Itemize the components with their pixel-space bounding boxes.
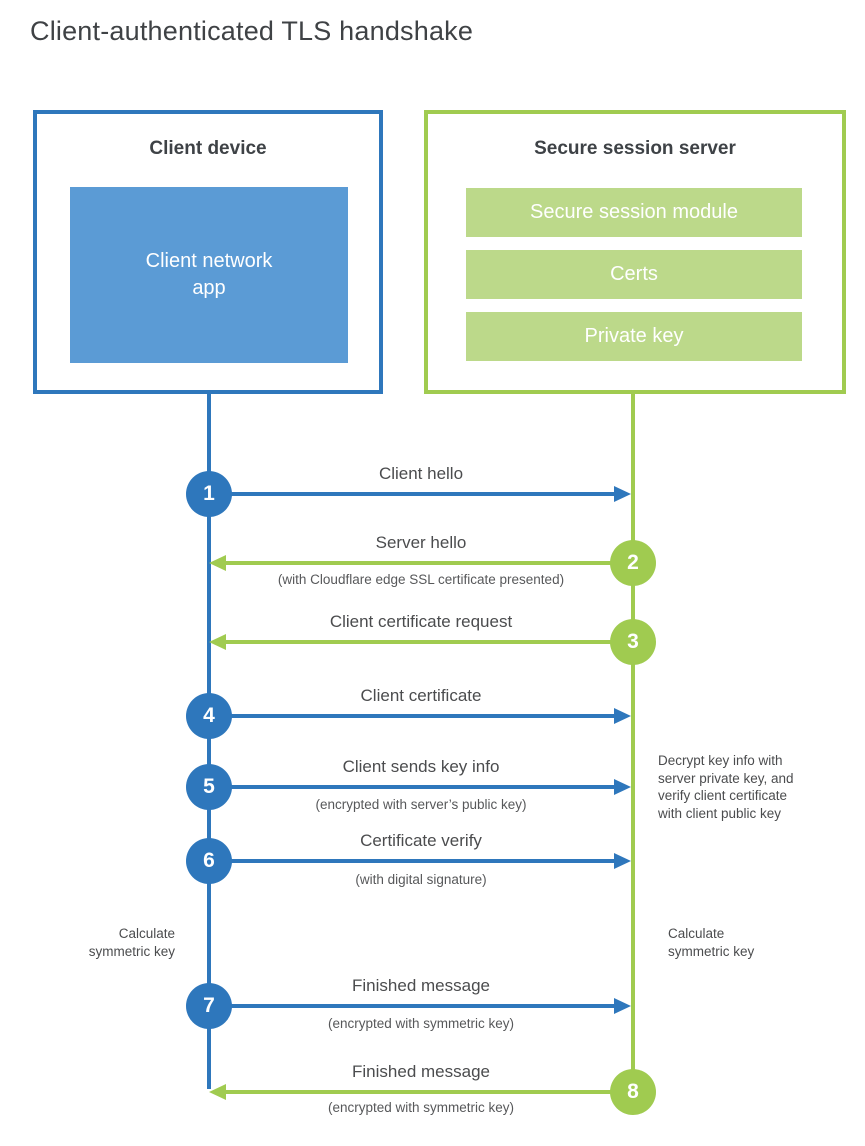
step-number: 7 [203,994,215,1017]
arrow-line-7 [209,1004,616,1008]
step-label-7: Finished message [352,976,490,995]
server-lifeline [631,393,635,1093]
secure-session-server-title: Secure session server [534,138,736,159]
step-number: 6 [203,849,215,872]
step-label-2: Server hello [375,533,467,552]
arrow-line-2 [226,561,631,565]
step-label-3: Client certificate request [329,612,513,631]
arrow-right-icon [614,998,631,1014]
step-number: 3 [627,630,639,653]
certs-bar: Certs [466,250,802,299]
step-label-1: Client hello [378,464,464,483]
step-badge-7: 7 [186,983,232,1029]
step-badge-8: 8 [610,1069,656,1115]
step-label-6: Certificate verify [360,831,482,850]
arrow-line-1 [209,492,616,496]
arrow-right-icon [614,779,631,795]
private-key-bar: Private key [466,312,802,361]
step-sublabel-5: (encrypted with server’s public key) [315,797,527,812]
page-title: Client-authenticated TLS handshake [30,16,474,46]
step-badge-3: 3 [610,619,656,665]
step-badge-5: 5 [186,764,232,810]
step-number: 4 [203,704,215,727]
step-sublabel-7: (encrypted with symmetric key) [327,1016,515,1031]
arrow-right-icon [614,486,631,502]
calculate-symmetric-key-left: Calculate symmetric key [88,926,175,959]
step-badge-4: 4 [186,693,232,739]
step-label-5: Client sends key info [342,757,500,776]
arrow-left-icon [209,1084,226,1100]
step-sublabel-6: (with digital signature) [355,872,487,887]
client-lifeline [207,393,211,1089]
step-label-8: Finished message [352,1062,490,1081]
arrow-line-6 [209,859,616,863]
calculate-symmetric-key-right: Calculate symmetric key [668,926,755,959]
step-badge-2: 2 [610,540,656,586]
arrow-left-icon [209,555,226,571]
arrow-line-8 [226,1090,631,1094]
arrow-right-icon [614,708,631,724]
client-network-app-box: Client network app [70,187,348,363]
arrow-left-icon [209,634,226,650]
step-sublabel-8: (encrypted with symmetric key) [327,1100,515,1115]
decrypt-note: Decrypt key info with server private key… [658,753,794,821]
arrow-line-5 [209,785,616,789]
arrow-right-icon [614,853,631,869]
client-device-title: Client device [149,138,267,159]
step-badge-1: 1 [186,471,232,517]
step-number: 2 [627,551,639,574]
secure-session-module-bar: Secure session module [466,188,802,237]
step-number: 8 [627,1080,639,1103]
arrow-line-4 [209,714,616,718]
arrow-line-3 [226,640,631,644]
step-number: 1 [203,482,215,505]
step-label-4: Client certificate [360,686,482,705]
step-badge-6: 6 [186,838,232,884]
step-sublabel-2: (with Cloudflare edge SSL certificate pr… [277,572,565,587]
step-number: 5 [203,775,215,798]
